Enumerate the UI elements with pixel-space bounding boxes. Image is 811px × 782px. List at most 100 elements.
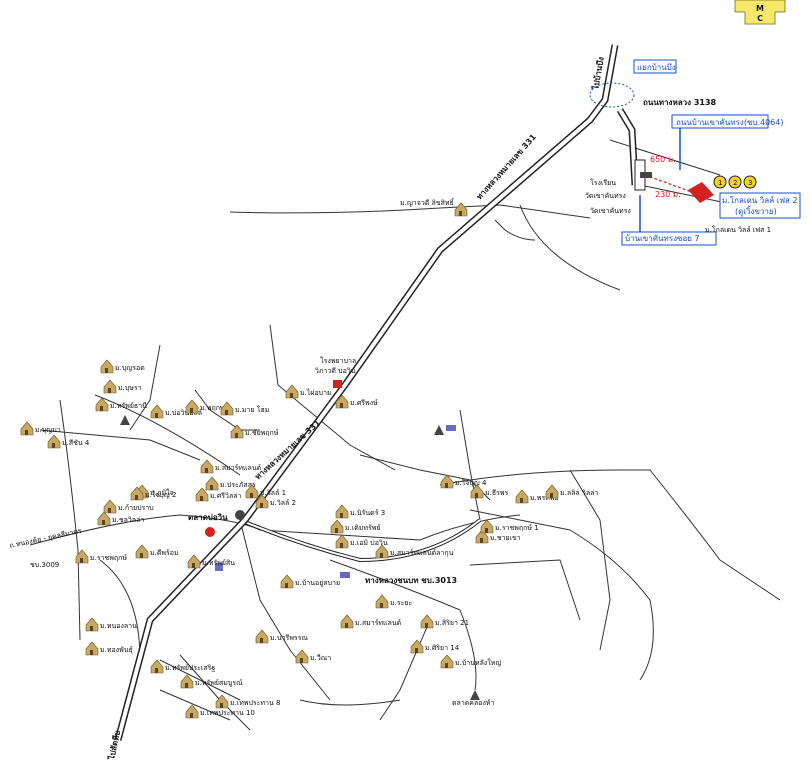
- label-rd-market: ม.ญาจวดี ลิขสิทธิ์: [400, 197, 455, 207]
- hospital-icon: [333, 380, 342, 388]
- temple-icon: [434, 425, 444, 435]
- house-icon: [20, 421, 34, 436]
- label-route-3013: ทางหลวงชนบท ชบ.3013: [365, 576, 457, 585]
- label-school-name: วัดเขาคันทรง: [585, 192, 626, 200]
- village-label: ม.ธีรพร: [485, 489, 508, 497]
- village-label: ม.ลลิล วิลล่า: [560, 489, 598, 497]
- label-temple: วัดเขาคันทรง: [590, 207, 631, 215]
- house-icon: [100, 359, 114, 374]
- village-label: ม.เติมทรัพย์: [345, 524, 380, 532]
- village-label: ม.บ่อวินฮิลล์: [165, 409, 202, 417]
- house-icon: [135, 544, 149, 559]
- label-to-nongkho: ถ.หนองค้อ - ยุคลสีมาตร: [9, 527, 83, 550]
- house-icon: [187, 554, 201, 569]
- house-icon: [85, 641, 99, 656]
- village-label: ม.หนองลาน: [100, 622, 137, 630]
- house-icon: [440, 474, 454, 489]
- house-icon: [375, 594, 389, 609]
- house-icon: [205, 476, 219, 491]
- house-icon: [340, 614, 354, 629]
- house-icon: [280, 574, 294, 589]
- village-label: ม.ราชพฤกษ์: [90, 554, 127, 562]
- temple-icon: [470, 690, 480, 700]
- project-site: 650 ม. 230 ม. โรงเรียน วัดเขาคันทรง วัดเ…: [585, 155, 801, 234]
- village-label: ม.ทรัพย์ธานี: [110, 402, 147, 410]
- house-icon: [545, 484, 559, 499]
- house-icon: [420, 614, 434, 629]
- label-to-sattahip: ไปสัตหีบ: [106, 729, 122, 761]
- village-label: ม.สมาร์ทแลนด์: [355, 619, 401, 627]
- label-project-main: ม.โกลเดน วิลล์ เฟส 2: [722, 195, 798, 205]
- village-label: ม.ศรีวิลล่า: [210, 492, 242, 500]
- house-icon: [85, 617, 99, 632]
- house-icon: [230, 424, 244, 439]
- house-icon: [103, 499, 117, 514]
- label-dist-650: 650 ม.: [650, 155, 676, 164]
- market-icon: [235, 510, 245, 520]
- label-hospital-name: วิภาวดี บ่อวิน: [315, 367, 356, 375]
- logo-letter-c: C: [757, 14, 763, 23]
- village-label: ม.พรทิพย์: [530, 494, 559, 502]
- num-1: 1: [718, 179, 722, 187]
- label-route-3138: ถนนทางหลวง 3138: [643, 98, 717, 107]
- house-icon: [255, 629, 269, 644]
- house-icon: [480, 519, 494, 534]
- house-icon: [150, 659, 164, 674]
- school-icon: [340, 572, 350, 578]
- logo: M C: [734, 0, 786, 25]
- house-icon: [150, 404, 164, 419]
- house-icon: [410, 639, 424, 654]
- house-icon: [185, 399, 199, 414]
- village-label: ม.บุษรา: [118, 384, 142, 392]
- village-label: ม.วิลล์ 1: [260, 489, 286, 497]
- village-label: ม.สิริยา 21: [435, 619, 469, 627]
- blue-annotations: แยกบ้านบึง: [589, 59, 769, 246]
- village-label: ม.ทรัพย์ประเสริฐ: [165, 664, 215, 672]
- label-market: ตลาดบ่อวิน: [188, 513, 228, 522]
- label-project-main-sub: (ดูเวิ้งขวาย): [735, 205, 777, 217]
- num-3: 3: [748, 179, 752, 187]
- village-label: ม.ใจบุญ 4: [455, 478, 487, 487]
- label-pier-market: ตลาดคลองห้า: [452, 699, 495, 707]
- house-icon: [335, 534, 349, 549]
- house-icon: [295, 649, 309, 664]
- house-icon: [515, 489, 529, 504]
- house-icon: [335, 504, 349, 519]
- village-label: ม.สมาร์ทแลนด์ลากุน: [390, 549, 454, 557]
- village-label: ม.ทรัพย์สิน: [202, 559, 235, 567]
- school-icon: [640, 172, 652, 178]
- village-label: ม.บ้านอยู่สบาย: [295, 579, 340, 587]
- village-label: ม.ศรีพงษ์: [350, 399, 378, 407]
- school-icon: [446, 425, 456, 431]
- house-icon: [200, 459, 214, 474]
- village-label: ม.ชลวิลล่า: [112, 516, 144, 524]
- num-2: 2: [733, 179, 737, 187]
- village-label: ม.พฤกษา: [200, 404, 229, 412]
- village-label: ม.ทองพันธุ์: [100, 646, 133, 654]
- village-label: ม.สีชัน 4: [62, 439, 90, 447]
- label-chonburi-3009: ชบ.3009: [30, 561, 59, 569]
- village-label: ม.ทรัพย์สมบูรณ์: [195, 679, 243, 687]
- label-lane-7: บ้านเขาคันทรงซอย 7: [625, 234, 700, 243]
- village-label: ม.วิลล์ 2: [270, 499, 296, 507]
- village-label: ม.เทพประทาน 10: [200, 709, 255, 717]
- temple-icon: [120, 415, 130, 425]
- village-label: ม.ก้ายปราบ: [118, 504, 154, 512]
- logo-letter-m: M: [756, 4, 764, 13]
- village-label: ม.ราชพฤกษ์ 1: [495, 524, 539, 532]
- village-label: ม.นิรันดร์ 3: [350, 509, 385, 517]
- house-icon: [330, 519, 344, 534]
- house-icon: [180, 674, 194, 689]
- village-label: ม.ดีพร้อม: [150, 549, 179, 557]
- village-label: ม.เทพประทาน 8: [230, 699, 280, 707]
- village-label: ม.ใจบุญ 2: [145, 490, 176, 499]
- label-to-banbueng: ไปบ้านบึง: [590, 56, 606, 91]
- label-dist-230: 230 ม.: [655, 190, 681, 199]
- house-icon: [97, 511, 111, 526]
- village-label: ม.นารีพรรณ: [270, 634, 308, 642]
- house-icon: [440, 654, 454, 669]
- label-project-phase1: ม.โกลเดน วิลล์ เฟส 1: [705, 225, 771, 234]
- village-label: ม.บ้านหลังใหญ่: [455, 658, 501, 667]
- village-label: ม.สมาร์ทแลนด์: [215, 464, 261, 472]
- hospital-icon: [205, 527, 215, 537]
